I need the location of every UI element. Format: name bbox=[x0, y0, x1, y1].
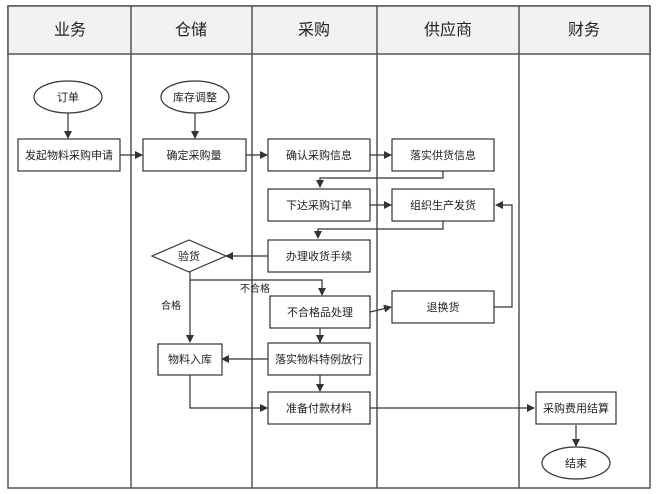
node-inspect-label: 验货 bbox=[178, 249, 200, 263]
lane-title-purchase: 采购 bbox=[298, 20, 330, 39]
node-end-label: 结束 bbox=[565, 457, 587, 470]
node-request: 发起物料采购申请 bbox=[17, 138, 121, 172]
node-settlement-label: 采购费用结算 bbox=[543, 401, 609, 415]
node-confirm-qty-label: 确定采购量 bbox=[167, 148, 222, 162]
node-confirm-info: 确认采购信息 bbox=[267, 138, 371, 172]
node-return-exchange: 退换货 bbox=[391, 290, 495, 324]
node-order: 订单 bbox=[33, 80, 103, 114]
edge-produce-receive bbox=[314, 221, 444, 239]
lane-headers: 业务 仓储 采购 供应商 财务 bbox=[54, 20, 600, 39]
node-place-order: 下达采购订单 bbox=[267, 188, 371, 222]
edge-return-produce bbox=[494, 201, 513, 308]
node-request-label: 发起物料采购申请 bbox=[25, 148, 113, 162]
edge-nonconform-return bbox=[369, 304, 392, 313]
nodes: 订单 库存调整 发起物料采购申请 确定采购量 确认采购信息 落实供货信息 下达采… bbox=[17, 80, 617, 480]
node-supply-info-label: 落实供货信息 bbox=[410, 148, 476, 162]
edge-stockin-payment bbox=[189, 375, 268, 412]
node-inspect: 验货 bbox=[150, 239, 228, 273]
node-special-release: 落实物料特例放行 bbox=[267, 342, 371, 376]
node-payment-material-label: 准备付款材料 bbox=[286, 401, 352, 415]
edge-label-fail: 不合格 bbox=[240, 282, 270, 295]
node-receive-label: 办理收货手续 bbox=[286, 249, 352, 263]
node-nonconform-label: 不合格品处理 bbox=[287, 305, 353, 319]
node-place-order-label: 下达采购订单 bbox=[286, 198, 352, 212]
node-payment-material: 准备付款材料 bbox=[267, 391, 371, 425]
lane-title-business: 业务 bbox=[54, 20, 86, 39]
node-nonconform: 不合格品处理 bbox=[269, 295, 371, 329]
connectors bbox=[64, 113, 580, 447]
node-stock-in: 物料入库 bbox=[157, 343, 223, 376]
node-confirm-info-label: 确认采购信息 bbox=[286, 148, 352, 162]
lane-title-finance: 财务 bbox=[568, 20, 600, 39]
node-produce-ship-label: 组织生产发货 bbox=[410, 198, 476, 212]
node-produce-ship: 组织生产发货 bbox=[391, 188, 495, 222]
edge-inspect-nonconform bbox=[190, 279, 326, 296]
edge-labels: 合格 不合格 bbox=[161, 282, 270, 312]
node-receive: 办理收货手续 bbox=[267, 239, 371, 273]
node-confirm-qty: 确定采购量 bbox=[142, 138, 247, 172]
edge-supplyinfo-placeorder bbox=[316, 171, 444, 188]
node-order-label: 订单 bbox=[57, 91, 79, 104]
lane-title-supplier: 供应商 bbox=[424, 20, 472, 39]
lane-title-warehouse: 仓储 bbox=[175, 20, 207, 39]
edge-label-pass: 合格 bbox=[161, 299, 181, 312]
node-return-exchange-label: 退换货 bbox=[427, 300, 460, 314]
node-settlement: 采购费用结算 bbox=[535, 391, 617, 425]
node-special-release-label: 落实物料特例放行 bbox=[275, 352, 363, 366]
node-supply-info: 落实供货信息 bbox=[391, 138, 495, 172]
node-inventory-adjust-label: 库存调整 bbox=[173, 90, 217, 104]
node-end: 结束 bbox=[541, 446, 611, 480]
node-inventory-adjust: 库存调整 bbox=[160, 80, 230, 114]
node-stock-in-label: 物料入库 bbox=[168, 352, 212, 366]
